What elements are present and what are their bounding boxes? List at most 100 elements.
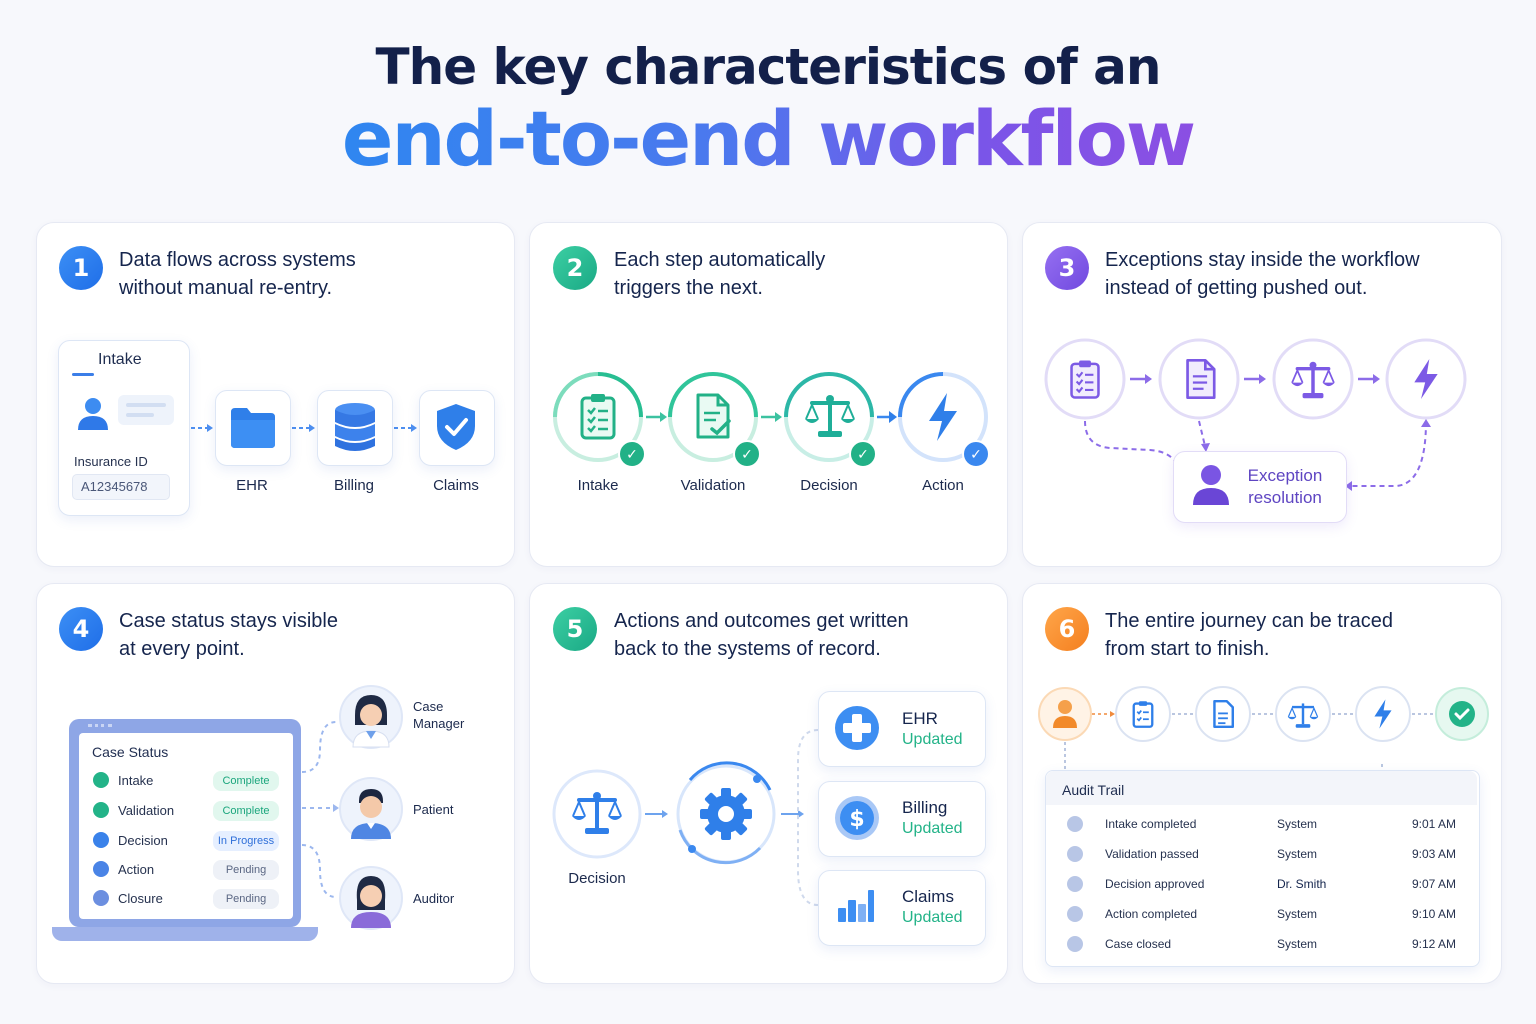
panel-1-title-line1: Data flows across systems: [119, 249, 356, 271]
person-label-line1: Patient: [413, 802, 454, 817]
audit-event: Intake completed: [1105, 817, 1197, 831]
avatar: [339, 685, 403, 749]
audit-time: 9:12 AM: [1412, 937, 1457, 951]
audit-event: Decision approved: [1105, 877, 1205, 891]
gear-icon: [700, 788, 752, 840]
audit-actor: System: [1277, 907, 1318, 921]
panel-4-title-line1: Case status stays visible: [119, 610, 338, 632]
record-card-claims: [818, 870, 986, 946]
audit-actor: System: [1277, 817, 1318, 831]
panel-6-title-line2: from start to finish.: [1105, 638, 1270, 660]
panel-5-title-line2: back to the systems of record.: [614, 638, 881, 660]
audit-user-icon: [1067, 816, 1083, 832]
document-check-icon: [696, 393, 731, 439]
step-number-2: 2: [553, 246, 597, 290]
status-badge: Pending: [213, 860, 279, 880]
page-title-line1: The key characteristics of an: [375, 38, 1162, 96]
exception-label-line2: resolution: [1248, 488, 1322, 507]
audit-actor: Dr. Smith: [1277, 877, 1327, 891]
step-number-3: 3: [1045, 246, 1089, 290]
check-circle-icon: [1449, 701, 1475, 727]
intake-placeholder-box: [118, 395, 174, 425]
person-label-line1: Auditor: [413, 891, 455, 906]
billing-label: Billing: [333, 477, 375, 494]
audit-time: 9:03 AM: [1412, 847, 1457, 861]
step-label-intake: Intake: [577, 477, 619, 494]
laptop-base: [52, 927, 318, 941]
lightning-icon: [1414, 359, 1438, 399]
panel-2-title-line2: triggers the next.: [614, 277, 763, 299]
intake-card-dash: [72, 373, 94, 376]
step-number-4: 4: [59, 607, 103, 651]
document-icon: [1186, 359, 1216, 399]
insurance-id-label: Insurance ID: [74, 454, 148, 469]
panel-5-title-line1: Actions and outcomes get written: [614, 610, 909, 632]
panel-2-title-line1: Each step automatically: [614, 249, 826, 271]
avatar: [339, 777, 403, 841]
case-status-row-label: Validation: [118, 803, 175, 818]
lightning-icon: [929, 393, 957, 441]
panel-3-title-line2: instead of getting pushed out.: [1105, 277, 1368, 299]
page-title-gradient-text: end-to-end workflow: [341, 94, 1196, 183]
ehr-label: EHR: [236, 477, 268, 494]
status-badge: Pending: [213, 889, 279, 909]
lightning-icon: [1374, 699, 1392, 729]
intake-placeholder-line1: [126, 403, 166, 407]
step-pending-icon: [93, 890, 109, 906]
laptop-screen: [79, 733, 293, 919]
insurance-id-field: A12345678: [72, 474, 170, 500]
page-title-line2: end-to-end workflow: [0, 94, 1536, 183]
folder-icon: [231, 408, 275, 448]
record-status: Updated: [902, 909, 963, 926]
case-status-row-label: Intake: [118, 773, 154, 788]
avatar: [339, 866, 403, 930]
scales-icon: [1287, 703, 1319, 728]
bar-chart-icon: [838, 890, 874, 922]
panel-1-title-line2: without manual re-entry.: [119, 277, 333, 299]
user-icon: [1053, 700, 1077, 728]
record-status: Updated: [902, 820, 963, 837]
check-icon: ✓: [733, 440, 761, 468]
person-label-line1: Case: [413, 699, 444, 714]
audit-event: Validation passed: [1105, 847, 1199, 861]
record-name: Claims: [902, 887, 954, 906]
dollar-icon: $: [835, 796, 879, 840]
database-icon: [335, 403, 375, 451]
status-badge: Complete: [213, 801, 279, 821]
exception-label-line1: Exception: [1247, 466, 1323, 485]
audit-edit-icon: [1067, 906, 1083, 922]
check-icon: ✓: [618, 440, 646, 468]
case-status-row-label: Decision: [118, 833, 168, 848]
claims-label: Claims: [433, 477, 479, 494]
audit-trail-title: Audit Trail: [1062, 782, 1125, 798]
scales-icon: [572, 792, 622, 834]
check-icon: ✓: [962, 440, 990, 468]
exception-resolution-card: [1173, 451, 1347, 523]
audit-refresh-icon: [1067, 846, 1083, 862]
audit-actor: System: [1277, 847, 1318, 861]
scales-icon: [1291, 361, 1335, 399]
intake-placeholder-line2: [126, 413, 154, 417]
intake-card-title: Intake: [98, 351, 142, 368]
clipboard-icon: [580, 394, 616, 440]
check-icon: ✓: [849, 440, 877, 468]
panel-6-title-line1: The entire journey can be traced: [1105, 610, 1393, 632]
panel-4-title-line2: at every point.: [119, 638, 245, 660]
billing-system-card: [317, 390, 393, 466]
decision-label: Decision: [568, 870, 626, 887]
step-number-5: 5: [553, 607, 597, 651]
user-icon: [78, 398, 108, 430]
audit-event: Action completed: [1105, 907, 1198, 921]
step-label-decision: Decision: [800, 477, 858, 494]
record-status: Updated: [902, 731, 963, 748]
case-status-row-label: Action: [118, 862, 155, 877]
step-number-6: 6: [1045, 607, 1089, 651]
user-icon: [1193, 465, 1229, 505]
audit-check-icon: [1067, 936, 1083, 952]
svg-text:$: $: [849, 807, 864, 832]
record-name: Billing: [902, 798, 948, 817]
document-icon: [1213, 699, 1234, 729]
audit-time: 9:01 AM: [1412, 817, 1457, 831]
